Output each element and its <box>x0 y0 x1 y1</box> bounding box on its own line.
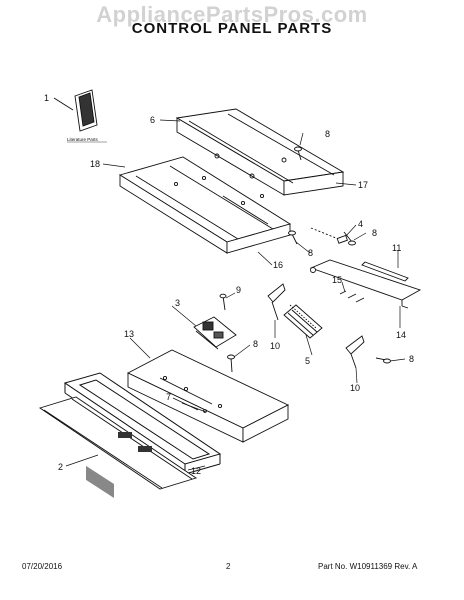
callout-6: 6 <box>150 115 155 125</box>
callout-14: 14 <box>396 330 406 340</box>
callout-18: 18 <box>90 159 100 169</box>
connector-part-4 <box>310 227 348 244</box>
bracket-10-right <box>345 335 365 369</box>
callout-10-left: 10 <box>270 341 280 351</box>
mounting-bracket <box>309 259 422 309</box>
footer-date: 07/20/2016 <box>22 562 63 571</box>
site-watermark: AppliancePartsPros.com <box>96 2 368 27</box>
callout-13: 13 <box>124 329 134 339</box>
screw-8-control-board <box>227 354 235 373</box>
callout-9: 9 <box>236 285 241 295</box>
callout-8-mid: 8 <box>308 248 313 258</box>
cooling-fan <box>283 304 323 339</box>
callout-8-board: 8 <box>253 339 258 349</box>
control-housing <box>126 349 290 443</box>
callout-leaders <box>65 119 406 471</box>
screw-8-bracket <box>375 357 391 364</box>
upper-panel <box>175 108 345 196</box>
screw-8-mid-left <box>288 230 298 245</box>
callout-12: 12 <box>191 466 201 476</box>
keypad-buttons <box>86 432 152 499</box>
literature-booklet <box>53 89 98 132</box>
callout-3: 3 <box>175 298 180 308</box>
callout-16: 16 <box>273 260 283 270</box>
callout-4: 4 <box>358 219 363 229</box>
callout-17: 17 <box>358 180 368 190</box>
callout-10-right: 10 <box>350 383 360 393</box>
callout-8-bracket: 8 <box>409 354 414 364</box>
touch-keypad-overlay <box>38 396 198 490</box>
callout-15: 15 <box>332 275 342 285</box>
callout-8-top: 8 <box>325 129 330 139</box>
control-board <box>193 316 237 350</box>
screw-part-9 <box>219 293 227 311</box>
callout-2: 2 <box>58 462 63 472</box>
literature-parts-label: Literature Parts <box>67 137 99 142</box>
callout-8-right: 8 <box>372 228 377 238</box>
callout-5: 5 <box>305 356 310 366</box>
screws-part-15 <box>339 290 365 303</box>
callout-11: 11 <box>392 243 401 253</box>
page-title: CONTROL PANEL PARTS <box>131 20 333 37</box>
bracket-10-left <box>267 283 286 321</box>
footer-part-number: Part No. W10911369 Rev. A <box>318 562 418 571</box>
lower-tray <box>118 156 292 254</box>
footer-page-number: 2 <box>226 562 231 571</box>
callout-7: 7 <box>166 392 171 402</box>
callout-1: 1 <box>44 93 49 103</box>
screw-8-mid-right <box>343 231 356 246</box>
screw-8-top <box>294 146 302 161</box>
